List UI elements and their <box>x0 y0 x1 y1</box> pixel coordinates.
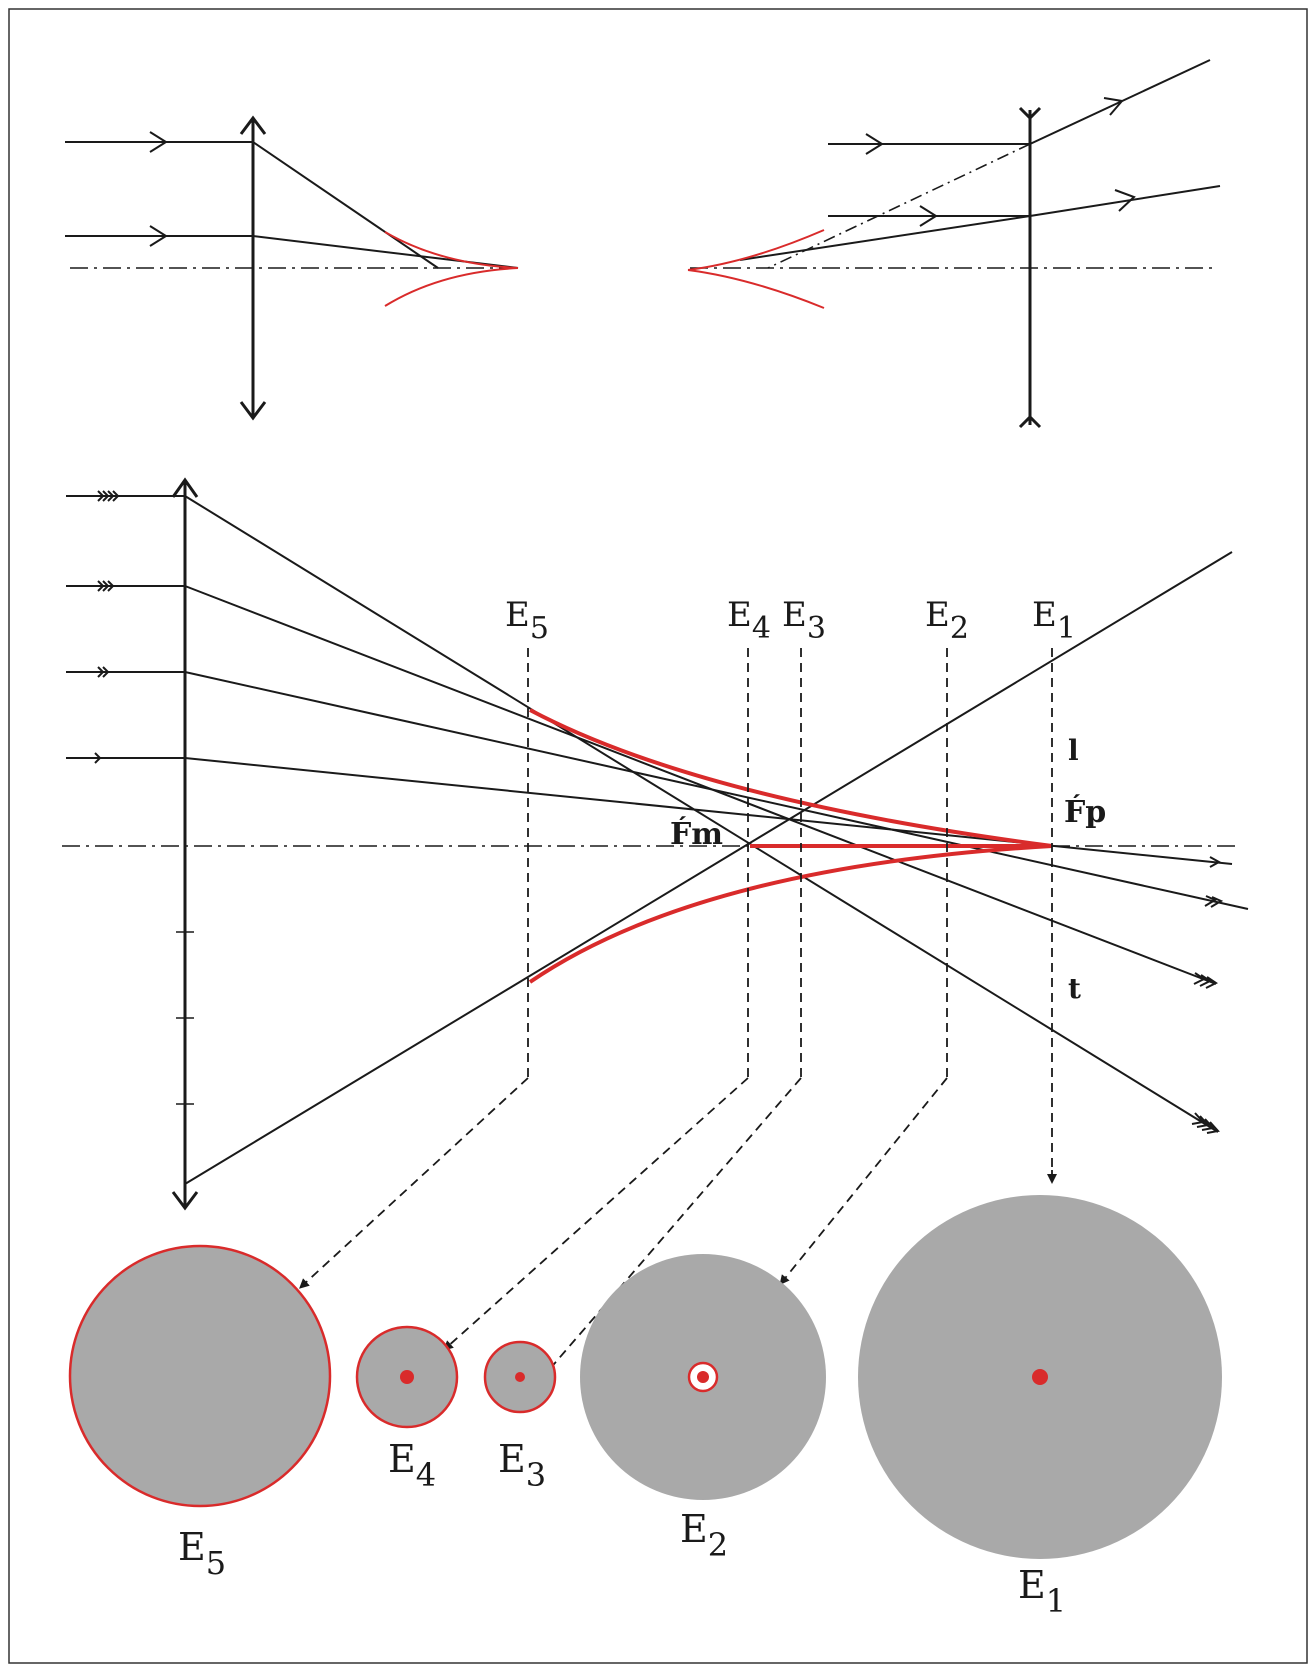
marginal-focus-label: F́m <box>670 817 723 852</box>
refracted-rays-left <box>252 141 519 269</box>
focus-dot-icon <box>697 1371 709 1383</box>
incident-rays-main <box>66 490 185 764</box>
diverged-rays-right <box>1029 59 1221 217</box>
incident-rays-right <box>828 133 1030 227</box>
plane-label-e1: E1 <box>1032 595 1076 646</box>
plane-label-e2: E2 <box>925 595 969 646</box>
main-converging-lens <box>171 477 199 1211</box>
projection-arrows <box>299 1077 1057 1382</box>
longitudinal-aberration-label: l <box>1068 734 1079 767</box>
arrow-icon <box>149 225 168 247</box>
spot-label-e4: E4 <box>388 1437 436 1494</box>
ray-tick-marks <box>94 490 120 764</box>
exit-tick-marks <box>1191 856 1224 1134</box>
focus-dot-icon <box>400 1370 414 1384</box>
figure-frame <box>8 8 1308 1664</box>
plane-label-e5: E5 <box>505 595 549 646</box>
plane-label-e3: E3 <box>782 595 826 646</box>
arrow-icon <box>1114 189 1136 212</box>
spot-e4: E4 <box>355 1325 459 1494</box>
plane-label-e4: E4 <box>727 595 771 646</box>
spot-label-e3: E3 <box>498 1437 546 1494</box>
caustic-main <box>528 708 1053 984</box>
paraxial-focus-label: F́p <box>1064 795 1106 830</box>
spot-e5: E5 <box>68 1244 332 1582</box>
spot-e2: E2 <box>580 1254 826 1564</box>
arrow-icon <box>1103 97 1124 116</box>
caustic-left <box>384 231 519 307</box>
spot-label-e2: E2 <box>680 1507 728 1564</box>
observation-planes <box>527 648 1053 1170</box>
arrow-icon <box>919 205 938 227</box>
arrow-icon <box>865 133 884 155</box>
arrow-icon <box>149 131 168 153</box>
spot-e3: E3 <box>483 1340 557 1494</box>
spot-label-e5: E5 <box>178 1525 226 1582</box>
diverging-lens <box>1018 106 1042 429</box>
focus-dot-icon <box>515 1372 525 1382</box>
spot-diagrams: E5 E4 E3 E2 E1 <box>68 1195 1222 1620</box>
virtual-extensions-right <box>739 143 1031 269</box>
aberration-main-panel: E5 E4 E3 E2 E1 F́m F́p l t <box>62 477 1249 1382</box>
transverse-aberration-label: t <box>1068 972 1081 1005</box>
plane-labels: E5 E4 E3 E2 E1 <box>505 595 1076 646</box>
converging-lens-panel <box>65 115 520 421</box>
incident-rays-left <box>65 131 253 247</box>
caustic-right <box>687 229 825 309</box>
refracted-rays-main <box>184 495 1249 1185</box>
converging-lens <box>239 115 267 421</box>
spot-e1: E1 <box>858 1195 1222 1620</box>
focus-dot-icon <box>1032 1369 1048 1385</box>
spot-label-e1: E1 <box>1018 1563 1066 1620</box>
diverging-lens-panel <box>687 59 1221 429</box>
